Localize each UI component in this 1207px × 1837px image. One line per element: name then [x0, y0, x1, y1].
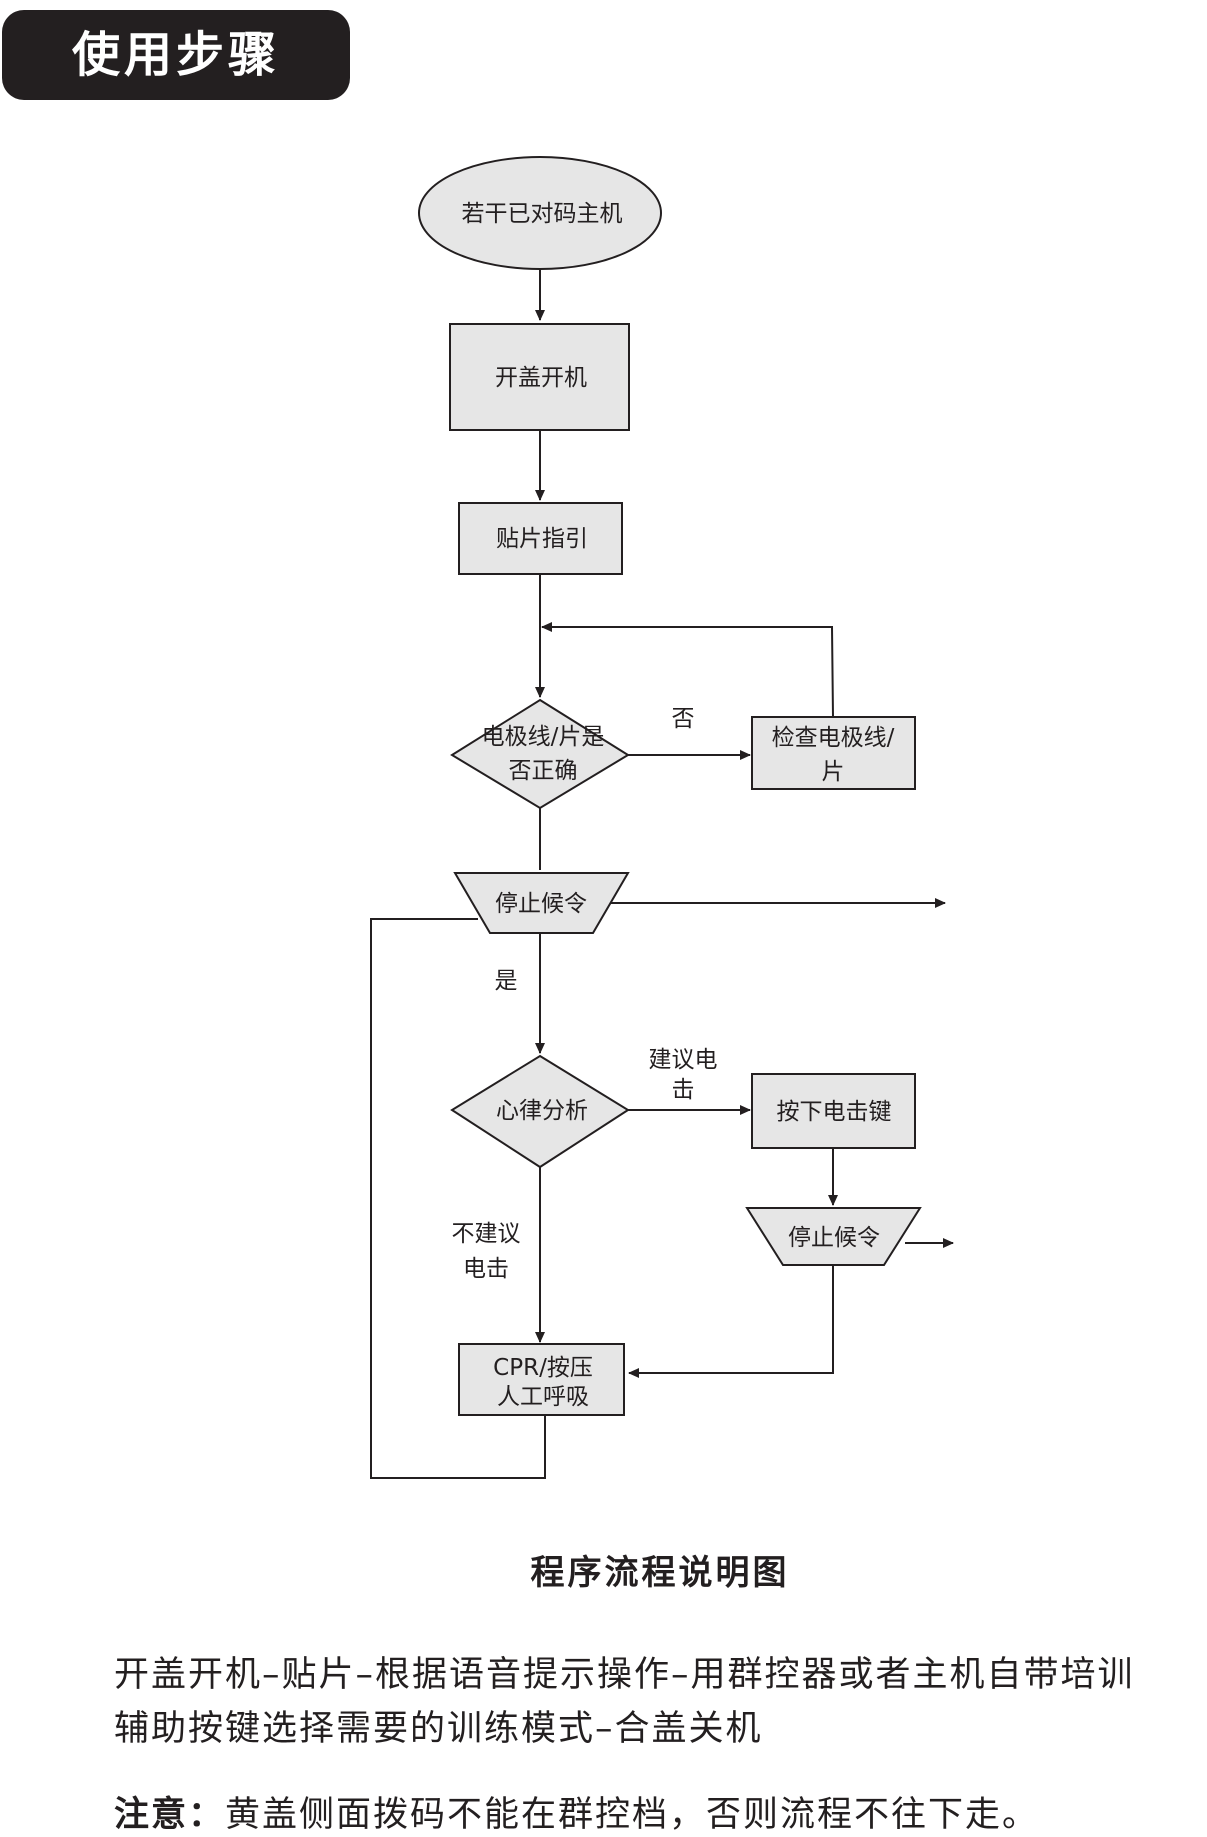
edge-label-yes: 是 [495, 968, 518, 994]
open-lid-box [449, 323, 630, 431]
edge-check-loop [541, 622, 834, 718]
check-decision-diamond [450, 698, 630, 810]
diagram-caption: 程序流程说明图 [530, 1553, 790, 1593]
paste-guide-label: 贴片指引 [496, 526, 588, 552]
press-shock-label: 按下电击键 [777, 1099, 892, 1125]
stop-wait-2-trapezoid [745, 1207, 922, 1266]
stop-wait-2-label: 停止候令 [788, 1225, 880, 1251]
edge-stop2-cpr [628, 1265, 834, 1378]
edge-label-no-shock-2: 电击 [463, 1256, 509, 1282]
note: 注意：黄盖侧面拨码不能在群控档，否则流程不往下走。 [114, 1786, 1039, 1837]
check-decision-label-2: 否正确 [509, 758, 578, 784]
press-shock-box [751, 1073, 916, 1149]
edge-label-no-shock-1: 不建议 [452, 1221, 521, 1247]
start-ellipse [418, 156, 662, 270]
rhythm-analysis-diamond [450, 1054, 630, 1169]
cpr-box [458, 1343, 625, 1416]
description-line-2: 辅助按键选择需要的训练模式–合盖关机 [114, 1709, 763, 1749]
paste-guide-box [458, 502, 623, 575]
stop-wait-1-trapezoid [453, 872, 630, 934]
rhythm-analysis-label: 心律分析 [496, 1098, 588, 1124]
check-electrode-label-1: 检查电极线/ [772, 725, 895, 751]
edge-cpr-loop [370, 918, 546, 1479]
note-text: 黄盖侧面拨码不能在群控档，否则流程不往下走。 [225, 1795, 1040, 1835]
header-badge: 使用步骤 [2, 10, 350, 100]
check-decision-label-1: 电极线/片是 [482, 724, 605, 750]
note-label: 注意： [114, 1795, 226, 1835]
stop-wait-1-label: 停止候令 [495, 891, 587, 917]
description-line-1: 开盖开机–贴片–根据语音提示操作–用群控器或者主机自带培训 [114, 1655, 1135, 1695]
check-electrode-label-2: 片 [822, 759, 845, 785]
edge-label-shock-1: 建议电 [649, 1047, 718, 1073]
edge-label-no: 否 [672, 706, 695, 732]
start-label: 若干已对码主机 [462, 201, 623, 227]
page-title: 使用步骤 [71, 27, 280, 83]
open-lid-label: 开盖开机 [495, 365, 587, 391]
cpr-label-2: 人工呼吸 [497, 1384, 589, 1410]
cpr-label-1: CPR/按压 [493, 1355, 593, 1381]
check-electrode-box [751, 716, 916, 790]
flowchart: 若干已对码主机 开盖开机 贴片指引 电极线/片是 否正确 检查电极线/ 片 停止… [370, 156, 954, 1479]
edge-label-shock-2: 击 [672, 1077, 695, 1103]
